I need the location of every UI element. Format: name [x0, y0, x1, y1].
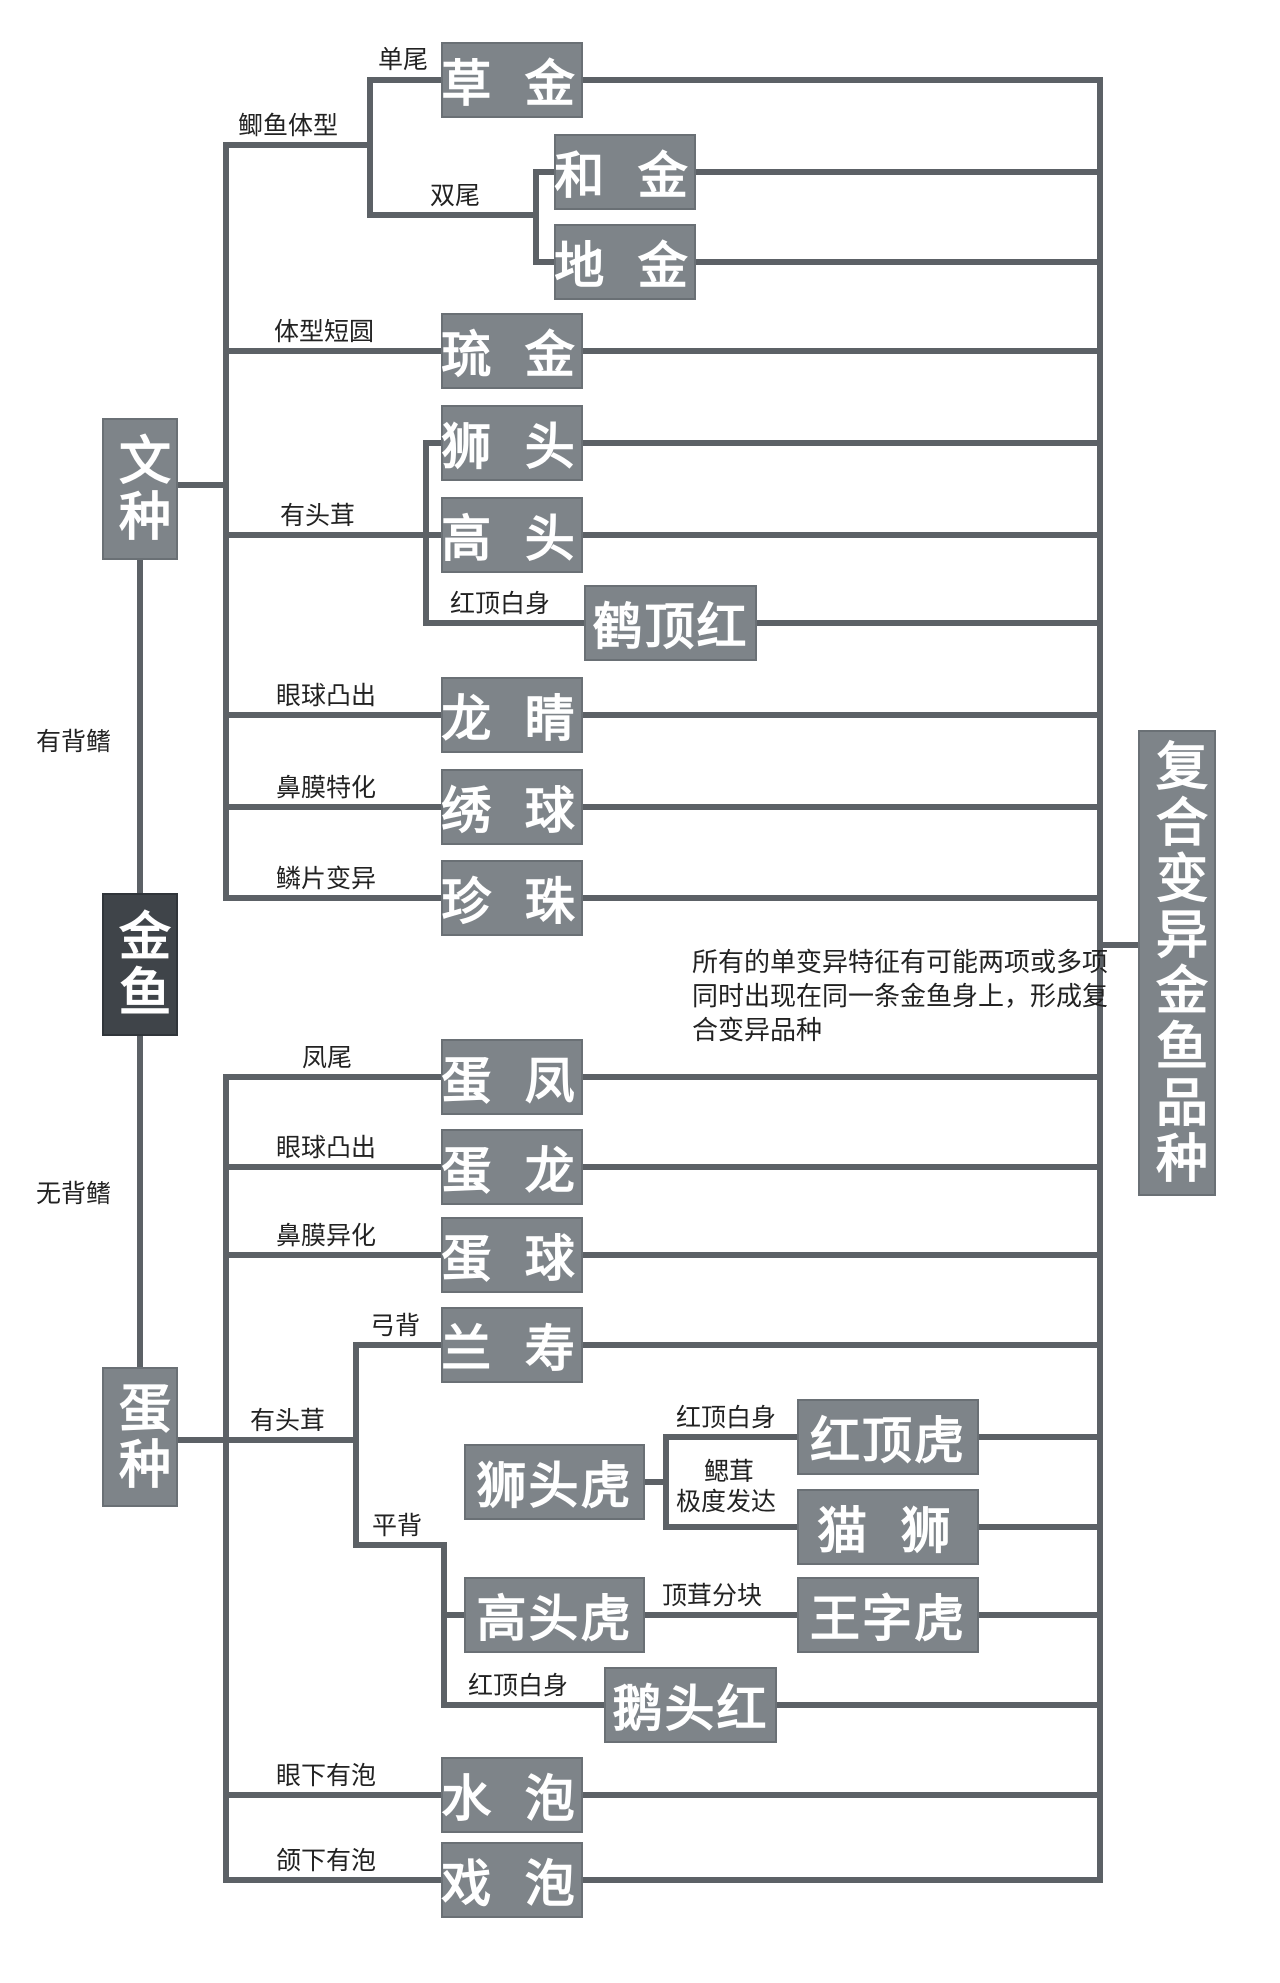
edge-label-red-cap-tiger: 红顶白身: [676, 1403, 777, 1432]
edge-label-crucian-body: 鲫鱼体型: [238, 111, 339, 140]
variety-etouhong: 鹅头红: [604, 1667, 777, 1743]
variety-hedinghong: 鹤顶红: [584, 585, 757, 661]
edge-label-phoenix-tail: 凤尾: [302, 1043, 353, 1072]
edge-label-nasal-dan: 鼻膜异化: [276, 1221, 377, 1250]
variety-wangzihu: 王字虎: [797, 1577, 979, 1653]
edge-label-scale: 鳞片变异: [276, 864, 377, 893]
variety-shitou: 狮 头: [441, 405, 583, 481]
variety-caojin: 草 金: [441, 42, 583, 118]
edge-label-short-round: 体型短圆: [274, 317, 375, 346]
group-compound-variety: 复合变异金鱼品种: [1138, 730, 1216, 1196]
edge-label-eye-out-wen: 眼球凸出: [276, 681, 377, 710]
variety-liujin: 琉 金: [441, 313, 583, 389]
edge-label-double-tail: 双尾: [430, 181, 481, 210]
root-goldfish: 金鱼: [102, 893, 178, 1036]
variety-xipao: 戏 泡: [441, 1842, 583, 1918]
edge-label-red-cap-wen: 红顶白身: [450, 589, 551, 618]
edge-label-flat-back: 平背: [372, 1511, 423, 1540]
variety-danfeng: 蛋 凤: [441, 1039, 583, 1115]
variety-hejin: 和 金: [554, 134, 696, 210]
variety-shitouhu: 狮头虎: [464, 1444, 645, 1520]
edge-label-has-dorsal: 有背鳍: [36, 727, 112, 756]
variety-xiuqiu: 绣 球: [441, 769, 583, 845]
variety-dijin: 地 金: [554, 224, 696, 300]
edge-label-gill-growth-2: 极度发达: [676, 1487, 777, 1516]
edge-label-no-dorsal: 无背鳍: [36, 1179, 112, 1208]
edge-label-head-growth-wen: 有头茸: [280, 501, 356, 530]
variety-longjing: 龙 睛: [441, 677, 583, 753]
variety-zhenzhu: 珍 珠: [441, 860, 583, 936]
group-danzhong: 蛋种: [102, 1367, 178, 1507]
variety-shuipao: 水 泡: [441, 1757, 583, 1833]
edge-label-cap-split: 顶茸分块: [662, 1581, 763, 1610]
variety-gaotou: 高 头: [441, 497, 583, 573]
edge-label-nasal-wen: 鼻膜特化: [276, 773, 377, 802]
edge-label-bow-back: 弓背: [370, 1311, 421, 1340]
edge-label-gill-growth-1: 鳃茸: [704, 1457, 755, 1486]
group-wenzhong: 文种: [102, 418, 178, 560]
edge-label-red-cap-dan: 红顶白身: [468, 1671, 569, 1700]
variety-danqiu: 蛋 球: [441, 1217, 583, 1293]
variety-hongdinghu: 红顶虎: [797, 1399, 979, 1475]
variety-danlong: 蛋 龙: [441, 1129, 583, 1205]
edge-label-head-growth-dan: 有头茸: [250, 1406, 326, 1435]
edge-label-single-tail: 单尾: [378, 45, 429, 74]
variety-gaotouhu: 高头虎: [464, 1577, 645, 1653]
edge-label-bubble-below-eye: 眼下有泡: [276, 1761, 377, 1790]
variety-maoshi: 猫 狮: [797, 1489, 979, 1565]
edge-label-bubble-below-jaw: 颌下有泡: [276, 1846, 377, 1875]
compound-note: 所有的单变异特征有可能两项或多项同时出现在同一条金鱼身上，形成复合变异品种: [692, 948, 1109, 1046]
variety-lanshou: 兰 寿: [441, 1307, 583, 1383]
edge-label-eye-out-dan: 眼球凸出: [276, 1133, 377, 1162]
